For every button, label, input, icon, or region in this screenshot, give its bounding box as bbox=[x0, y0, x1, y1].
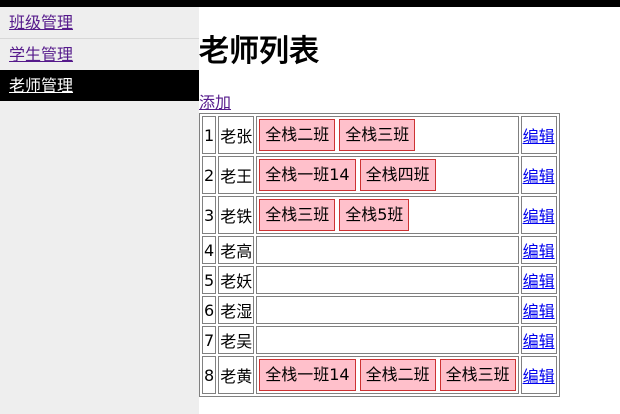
teacher-classes-cell bbox=[256, 326, 519, 354]
teacher-classes-cell: 全栈三班全栈5班 bbox=[256, 196, 519, 234]
class-badge: 全栈四班 bbox=[359, 159, 436, 191]
edit-link[interactable]: 编辑 bbox=[522, 167, 555, 186]
edit-cell: 编辑 bbox=[520, 236, 557, 264]
edit-cell: 编辑 bbox=[520, 356, 557, 394]
teacher-name-cell: 老吴 bbox=[218, 326, 255, 354]
teacher-id-cell: 5 bbox=[202, 266, 217, 294]
teacher-id-cell: 2 bbox=[202, 156, 217, 194]
edit-cell: 编辑 bbox=[520, 296, 557, 324]
sidebar-item-teacher-management[interactable]: 老师管理 bbox=[0, 70, 199, 101]
class-badge: 全栈二班 bbox=[259, 119, 336, 151]
add-teacher-link[interactable]: 添加 bbox=[199, 93, 232, 112]
teacher-classes-cell bbox=[256, 266, 519, 294]
class-badge: 全栈一班14 bbox=[259, 159, 356, 191]
edit-link[interactable]: 编辑 bbox=[522, 332, 555, 351]
teacher-name-cell: 老王 bbox=[218, 156, 255, 194]
teacher-classes-cell bbox=[256, 296, 519, 324]
teacher-id-cell: 1 bbox=[202, 116, 217, 154]
teacher-classes-cell: 全栈二班全栈三班 bbox=[256, 116, 519, 154]
class-badge: 全栈5班 bbox=[339, 199, 410, 231]
teacher-name-cell: 老张 bbox=[218, 116, 255, 154]
edit-link[interactable]: 编辑 bbox=[522, 302, 555, 321]
edit-link[interactable]: 编辑 bbox=[522, 367, 555, 386]
teacher-name-cell: 老湿 bbox=[218, 296, 255, 324]
teacher-name-cell: 老妖 bbox=[218, 266, 255, 294]
edit-link[interactable]: 编辑 bbox=[522, 242, 555, 261]
class-badge: 全栈三班 bbox=[339, 119, 416, 151]
teacher-classes-cell bbox=[256, 236, 519, 264]
edit-cell: 编辑 bbox=[520, 116, 557, 154]
teacher-id-cell: 7 bbox=[202, 326, 217, 354]
edit-link[interactable]: 编辑 bbox=[522, 207, 555, 226]
edit-link[interactable]: 编辑 bbox=[522, 272, 555, 291]
teacher-id-cell: 6 bbox=[202, 296, 217, 324]
teacher-id-cell: 8 bbox=[202, 356, 217, 394]
sidebar-item-student-management[interactable]: 学生管理 bbox=[9, 45, 74, 64]
teacher-name-cell: 老黄 bbox=[218, 356, 255, 394]
page-title: 老师列表 bbox=[199, 34, 319, 69]
class-badge: 全栈一班14 bbox=[259, 359, 356, 391]
sidebar-item-class-management[interactable]: 班级管理 bbox=[0, 7, 199, 39]
edit-cell: 编辑 bbox=[520, 156, 557, 194]
teacher-name-cell: 老铁 bbox=[218, 196, 255, 234]
sidebar: 班级管理 学生管理 老师管理 bbox=[0, 7, 199, 414]
teacher-id-cell: 3 bbox=[202, 196, 217, 234]
edit-cell: 编辑 bbox=[520, 266, 557, 294]
class-badge: 全栈三班 bbox=[439, 359, 516, 391]
edit-cell: 编辑 bbox=[520, 326, 557, 354]
top-bar bbox=[0, 0, 620, 7]
edit-link[interactable]: 编辑 bbox=[522, 127, 555, 146]
edit-cell: 编辑 bbox=[520, 196, 557, 234]
teacher-id-cell: 4 bbox=[202, 236, 217, 264]
teacher-name-cell: 老高 bbox=[218, 236, 255, 264]
class-badge: 全栈三班 bbox=[259, 199, 336, 231]
class-badge: 全栈二班 bbox=[359, 359, 436, 391]
